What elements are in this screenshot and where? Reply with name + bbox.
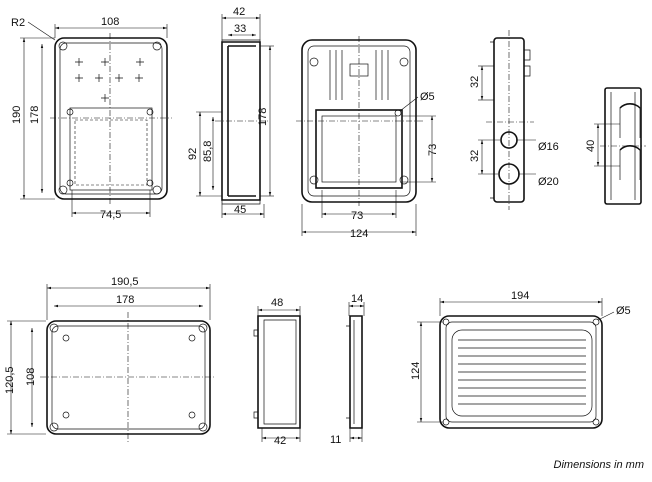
lid-top-view: Ø5 194 124 — [410, 290, 631, 429]
dim-lid-width: 194 — [511, 290, 529, 302]
dim-top-inner: 178 — [116, 294, 134, 306]
dim-top-height-inner: 108 — [25, 368, 37, 386]
front-open-view: 108 R2 190 178 74,5 — [11, 16, 172, 221]
lid-hole-diameter: Ø5 — [616, 305, 631, 317]
knockout-16: Ø16 — [538, 141, 559, 153]
dim-top-width: 42 — [233, 6, 245, 18]
dim-side2-top: 48 — [271, 297, 283, 309]
dim-lid-height: 124 — [410, 362, 422, 380]
lid-ribs — [458, 339, 586, 405]
dim-frame-height: 73 — [427, 144, 439, 156]
dim-92: 92 — [187, 148, 199, 160]
knockout-20: Ø20 — [538, 176, 559, 188]
dim-height-inner: 178 — [29, 106, 41, 124]
top-view: 190,5 178 120,5 108 — [4, 276, 216, 442]
side-section-view: 42 33 178 92 85,8 45 — [187, 6, 274, 218]
knockout-crosses — [75, 58, 144, 102]
side-knockout-view: 32 32 Ø16 Ø20 — [469, 30, 559, 210]
dim-lid-top: 14 — [351, 293, 363, 305]
dim-height-outer: 190 — [11, 106, 23, 124]
mounting-holes — [58, 41, 162, 195]
side-view-2: 48 42 — [253, 297, 301, 447]
dim-frame-width: 73 — [351, 210, 363, 222]
end-view: 40 — [585, 87, 646, 205]
dim-knock-2: 32 — [469, 150, 481, 162]
dim-overall-width: 124 — [350, 228, 368, 240]
lid-side-view: 14 11 — [330, 293, 365, 446]
dim-end-height: 40 — [585, 140, 597, 152]
dim-top-outer: 190,5 — [111, 276, 139, 288]
dim-side-height: 178 — [257, 108, 269, 126]
dim-inner-width: 33 — [234, 23, 246, 35]
dim-width: 108 — [101, 16, 119, 28]
dim-radius: R2 — [11, 17, 25, 29]
front-frame-view: Ø5 73 73 124 — [296, 36, 439, 240]
hole-diameter: Ø5 — [420, 91, 435, 103]
dim-width-bottom: 74,5 — [100, 209, 121, 221]
dim-knock-1: 32 — [469, 76, 481, 88]
dim-bottom-width: 45 — [234, 204, 246, 216]
dim-top-height-outer: 120,5 — [4, 366, 16, 394]
dim-85-8: 85,8 — [202, 141, 214, 162]
dimensions-note: Dimensions in mm — [553, 459, 644, 471]
dim-side2-bottom: 42 — [274, 435, 286, 447]
dim-lid-bottom: 11 — [330, 434, 341, 446]
